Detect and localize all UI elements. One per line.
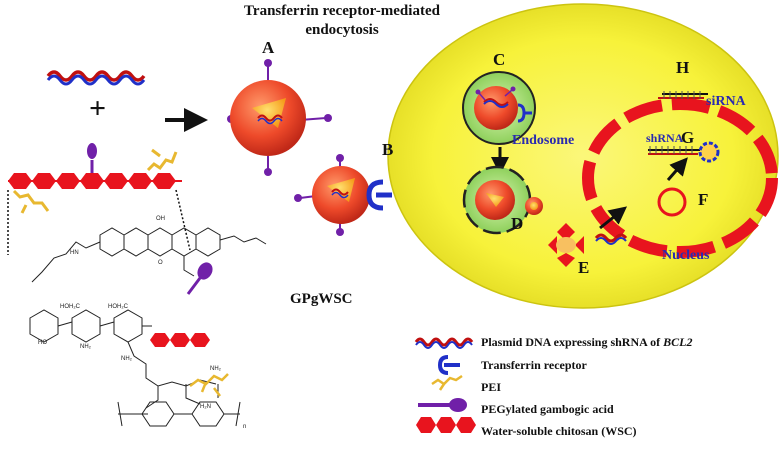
chem-nh2-b: NH₂ — [121, 356, 132, 362]
shrna-g — [648, 141, 720, 163]
legend-item-plasmid: Plasmid DNA expressing shRNA of BCL2 — [415, 332, 775, 354]
shrna-label: shRNA — [646, 131, 684, 145]
label-h: H — [676, 58, 690, 77]
free-plasmid — [594, 233, 628, 245]
legend-icon-plasmid — [414, 337, 474, 349]
legend-icon-pei — [431, 374, 463, 391]
label-e: E — [578, 258, 590, 277]
plus-sign: + — [89, 92, 107, 125]
legend-icon-peg — [418, 398, 467, 412]
chem-hoh2c-2: HOH₂C — [108, 304, 128, 310]
label-g: G — [681, 128, 695, 147]
label-b: B — [382, 140, 394, 159]
label-c: C — [493, 50, 506, 69]
legend-item-pei: PEI — [415, 377, 775, 399]
nanoparticle-b — [294, 154, 370, 236]
legend-text-peg: PEGylated gambogic acid — [481, 402, 614, 416]
chem-n: n — [243, 424, 247, 430]
legend-text-pei: PEI — [481, 380, 502, 394]
legend-text-receptor: Transferrin receptor — [481, 358, 587, 372]
endosome-c — [462, 71, 536, 145]
chem-oh: OH — [156, 216, 165, 222]
chem-nh2: NH₂ — [80, 344, 91, 350]
chem-ho: HO — [38, 340, 47, 346]
gpgwsc-label: GPgWSC — [290, 291, 353, 307]
sirna-h — [658, 91, 708, 99]
pei-mini — [189, 373, 229, 397]
label-d: D — [511, 214, 524, 233]
sirna-label: siRNA — [706, 94, 746, 109]
peg-mini — [186, 262, 213, 295]
particle-e — [548, 223, 584, 267]
chem-hoh2c-1: HOH₂C — [60, 304, 80, 310]
plasmid-dna — [46, 70, 146, 86]
nucleus-membrane — [582, 98, 778, 258]
label-f: F — [698, 190, 709, 209]
legend-item-peg: PEGylated gambogic acid — [415, 399, 775, 421]
chem-hn: HN — [70, 250, 79, 256]
endosome-d — [462, 165, 543, 235]
diagram-title: Transferrin receptor-mediated endocytosi… — [232, 2, 452, 40]
chem-nh2-c: NH₂ — [210, 366, 221, 372]
nucleus-label: Nucleus — [662, 248, 710, 263]
transferrin-receptor — [366, 179, 392, 211]
plasmid-ring-f — [657, 187, 687, 217]
chem-h2n: H₂N — [200, 404, 211, 410]
legend-icon-wsc — [416, 417, 476, 433]
title-line-2: endocytosis — [305, 22, 379, 38]
wsc-chain — [8, 143, 182, 214]
legend-item-wsc: Water-soluble chitosan (WSC) — [415, 421, 775, 443]
legend-icon-receptor — [437, 355, 460, 375]
legend-text-wsc: Water-soluble chitosan (WSC) — [481, 424, 637, 438]
wsc-mini — [150, 333, 210, 347]
nanoparticle-a — [227, 59, 332, 176]
chemical-structure — [29, 227, 267, 427]
chem-o: O — [158, 260, 163, 266]
label-a: A — [262, 38, 275, 57]
legend-item-receptor: Transferrin receptor — [415, 355, 775, 377]
title-line-1: Transferrin receptor-mediated — [244, 3, 440, 19]
endosome-label: Endosome — [512, 133, 575, 148]
legend-text-plasmid: Plasmid DNA expressing shRNA of BCL2 — [481, 335, 693, 349]
